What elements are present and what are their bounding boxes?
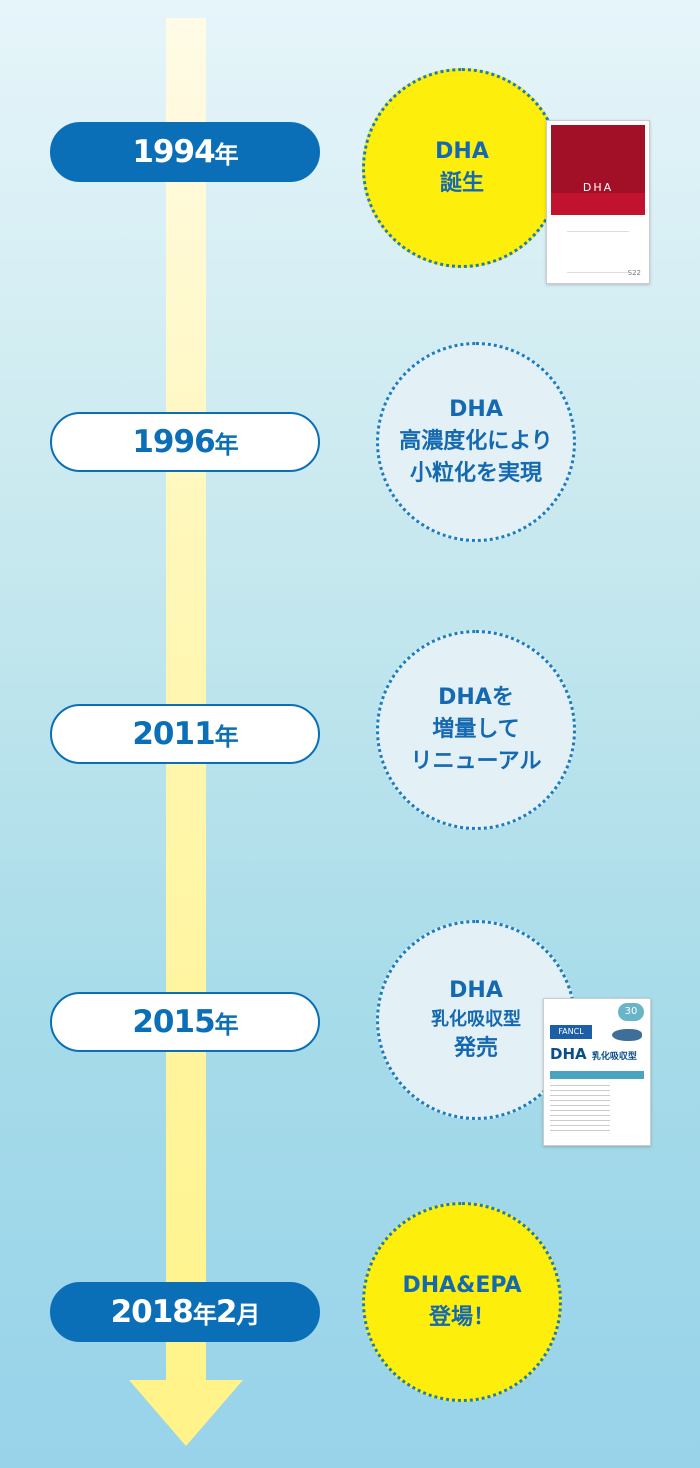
month-number: 2 — [215, 1294, 238, 1330]
package-count: 30 — [618, 1003, 644, 1021]
year-unit: 年 — [214, 140, 239, 169]
event-circle-2018: DHA&EPA 登場！ — [362, 1202, 562, 1402]
event-line: 高濃度化により — [399, 429, 553, 455]
timeline-arrow-shaft — [166, 18, 206, 1388]
event-line: 増量して — [432, 717, 520, 743]
month-unit: 月 — [236, 1300, 260, 1329]
dha-emulsified-package-image: 30 FANCL DHA 乳化吸収型 — [543, 998, 651, 1146]
event-line: 登場！ — [428, 1305, 495, 1330]
year-number: 1996 — [132, 424, 215, 460]
event-circle-1996: DHA 高濃度化により 小粒化を実現 — [376, 342, 576, 542]
event-line: 小粒化を実現 — [409, 460, 542, 486]
event-circle-1994: DHA 誕生 — [362, 68, 562, 268]
year-unit: 年 — [214, 430, 239, 459]
event-line: DHA — [449, 978, 503, 1004]
package-brand: FANCL — [550, 1025, 592, 1039]
event-line: リニューアル — [410, 748, 542, 774]
timeline-arrow-head — [129, 1380, 243, 1446]
year-unit: 年 — [214, 722, 239, 751]
event-line: DHA — [449, 397, 503, 423]
dha-red-package-image: DHA S22 — [546, 120, 650, 284]
event-line: 誕生 — [439, 171, 484, 196]
package-code: S22 — [627, 269, 641, 277]
year-number: 2011 — [132, 716, 215, 752]
event-line: DHA&EPA — [402, 1273, 522, 1299]
package-title: DHA 乳化吸収型 — [550, 1045, 637, 1063]
year-unit: 年 — [214, 1010, 239, 1039]
fish-icon — [612, 1029, 642, 1041]
year-number: 2015 — [132, 1004, 215, 1040]
event-line: 乳化吸収型 — [431, 1008, 521, 1030]
event-circle-2015: DHA 乳化吸収型 発売 — [376, 920, 576, 1120]
event-line: 発売 — [453, 1036, 498, 1062]
year-number: 2018 — [110, 1294, 194, 1330]
year-number: 1994 — [132, 134, 215, 170]
year-unit: 年 — [192, 1300, 217, 1329]
event-circle-2011: DHAを 増量して リニューアル — [376, 630, 576, 830]
package-name: DHA — [582, 181, 614, 194]
event-line: DHA — [435, 139, 489, 165]
event-line: DHAを — [438, 685, 514, 711]
